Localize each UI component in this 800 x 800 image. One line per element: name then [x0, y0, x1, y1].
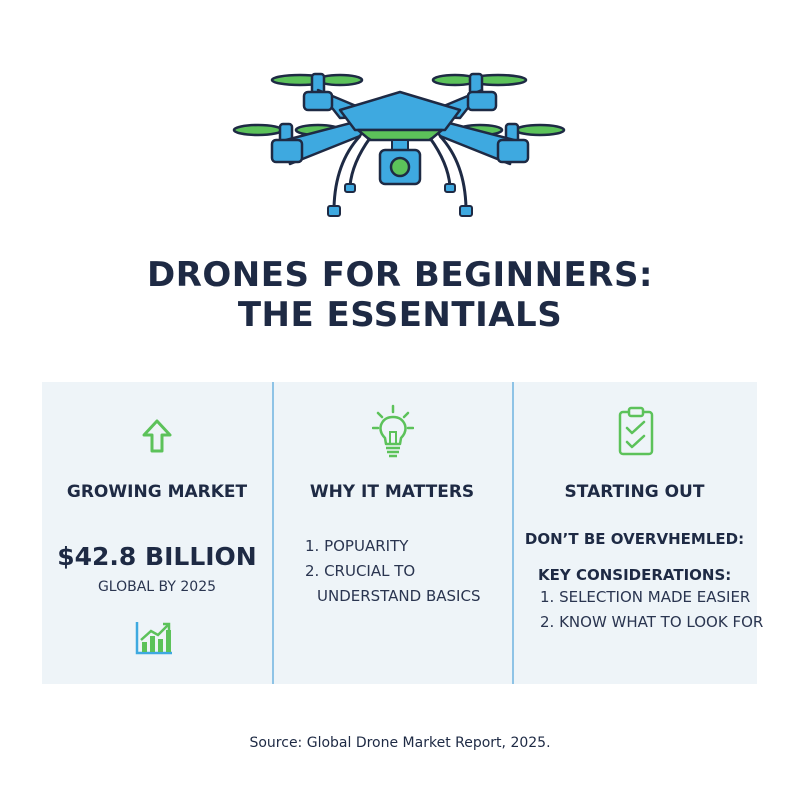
list-item: 2. KNOW WHAT TO LOOK FOR — [540, 613, 764, 631]
title-line-1: DRONES FOR BEGINNERS: — [146, 255, 654, 295]
drone-illustration — [232, 72, 566, 217]
market-caption: GLOBAL BY 2025 — [97, 579, 217, 595]
list-item: UNDERSTAND BASICS — [317, 587, 481, 605]
page-title: DRONES FOR BEGINNERS: THE ESSENTIALS — [0, 255, 800, 335]
card-heading: GROWING MARKET — [66, 482, 248, 502]
list-item: 1. SELECTION MADE EASIER — [540, 588, 751, 606]
clipboard-check-icon — [618, 406, 654, 456]
source-note: Source: Global Drone Market Report, 2025… — [249, 735, 551, 751]
card-starting-out: STARTING OUT DON’T BE OVERVHEMLED: KEY C… — [512, 382, 763, 684]
arrow-up-icon — [142, 419, 172, 453]
rotor-right-top — [431, 72, 528, 96]
why-list: 1. POPUARITY 2. CRUCIAL TO UNDERSTAND BA… — [305, 534, 480, 609]
considerations-list: 1. SELECTION MADE EASIER 2. KNOW WHAT TO… — [540, 585, 763, 635]
list-item: 1. POPUARITY — [305, 537, 409, 555]
list-item: 2. CRUCIAL TO — [305, 562, 416, 580]
rotor-left-top — [270, 72, 364, 96]
title-line-2: THE ESSENTIALS — [237, 295, 563, 335]
column-divider — [272, 382, 274, 684]
info-panel: GROWING MARKET $42.8 BILLION GLOBAL BY 2… — [42, 382, 763, 684]
starting-subheading: DON’T BE OVERVHEMLED: — [524, 530, 745, 548]
market-value: $42.8 BILLION — [57, 542, 257, 571]
card-why-it-matters: WHY IT MATTERS 1. POPUARITY 2. CRUCIAL T… — [272, 382, 512, 684]
growth-chart-icon — [135, 622, 172, 655]
card-heading: WHY IT MATTERS — [309, 482, 475, 502]
considerations-heading: KEY CONSIDERATIONS: — [538, 566, 732, 584]
column-divider — [512, 382, 514, 684]
lightbulb-icon — [372, 404, 414, 458]
card-growing-market: GROWING MARKET $42.8 BILLION GLOBAL BY 2… — [42, 382, 272, 684]
card-heading: STARTING OUT — [564, 482, 705, 502]
